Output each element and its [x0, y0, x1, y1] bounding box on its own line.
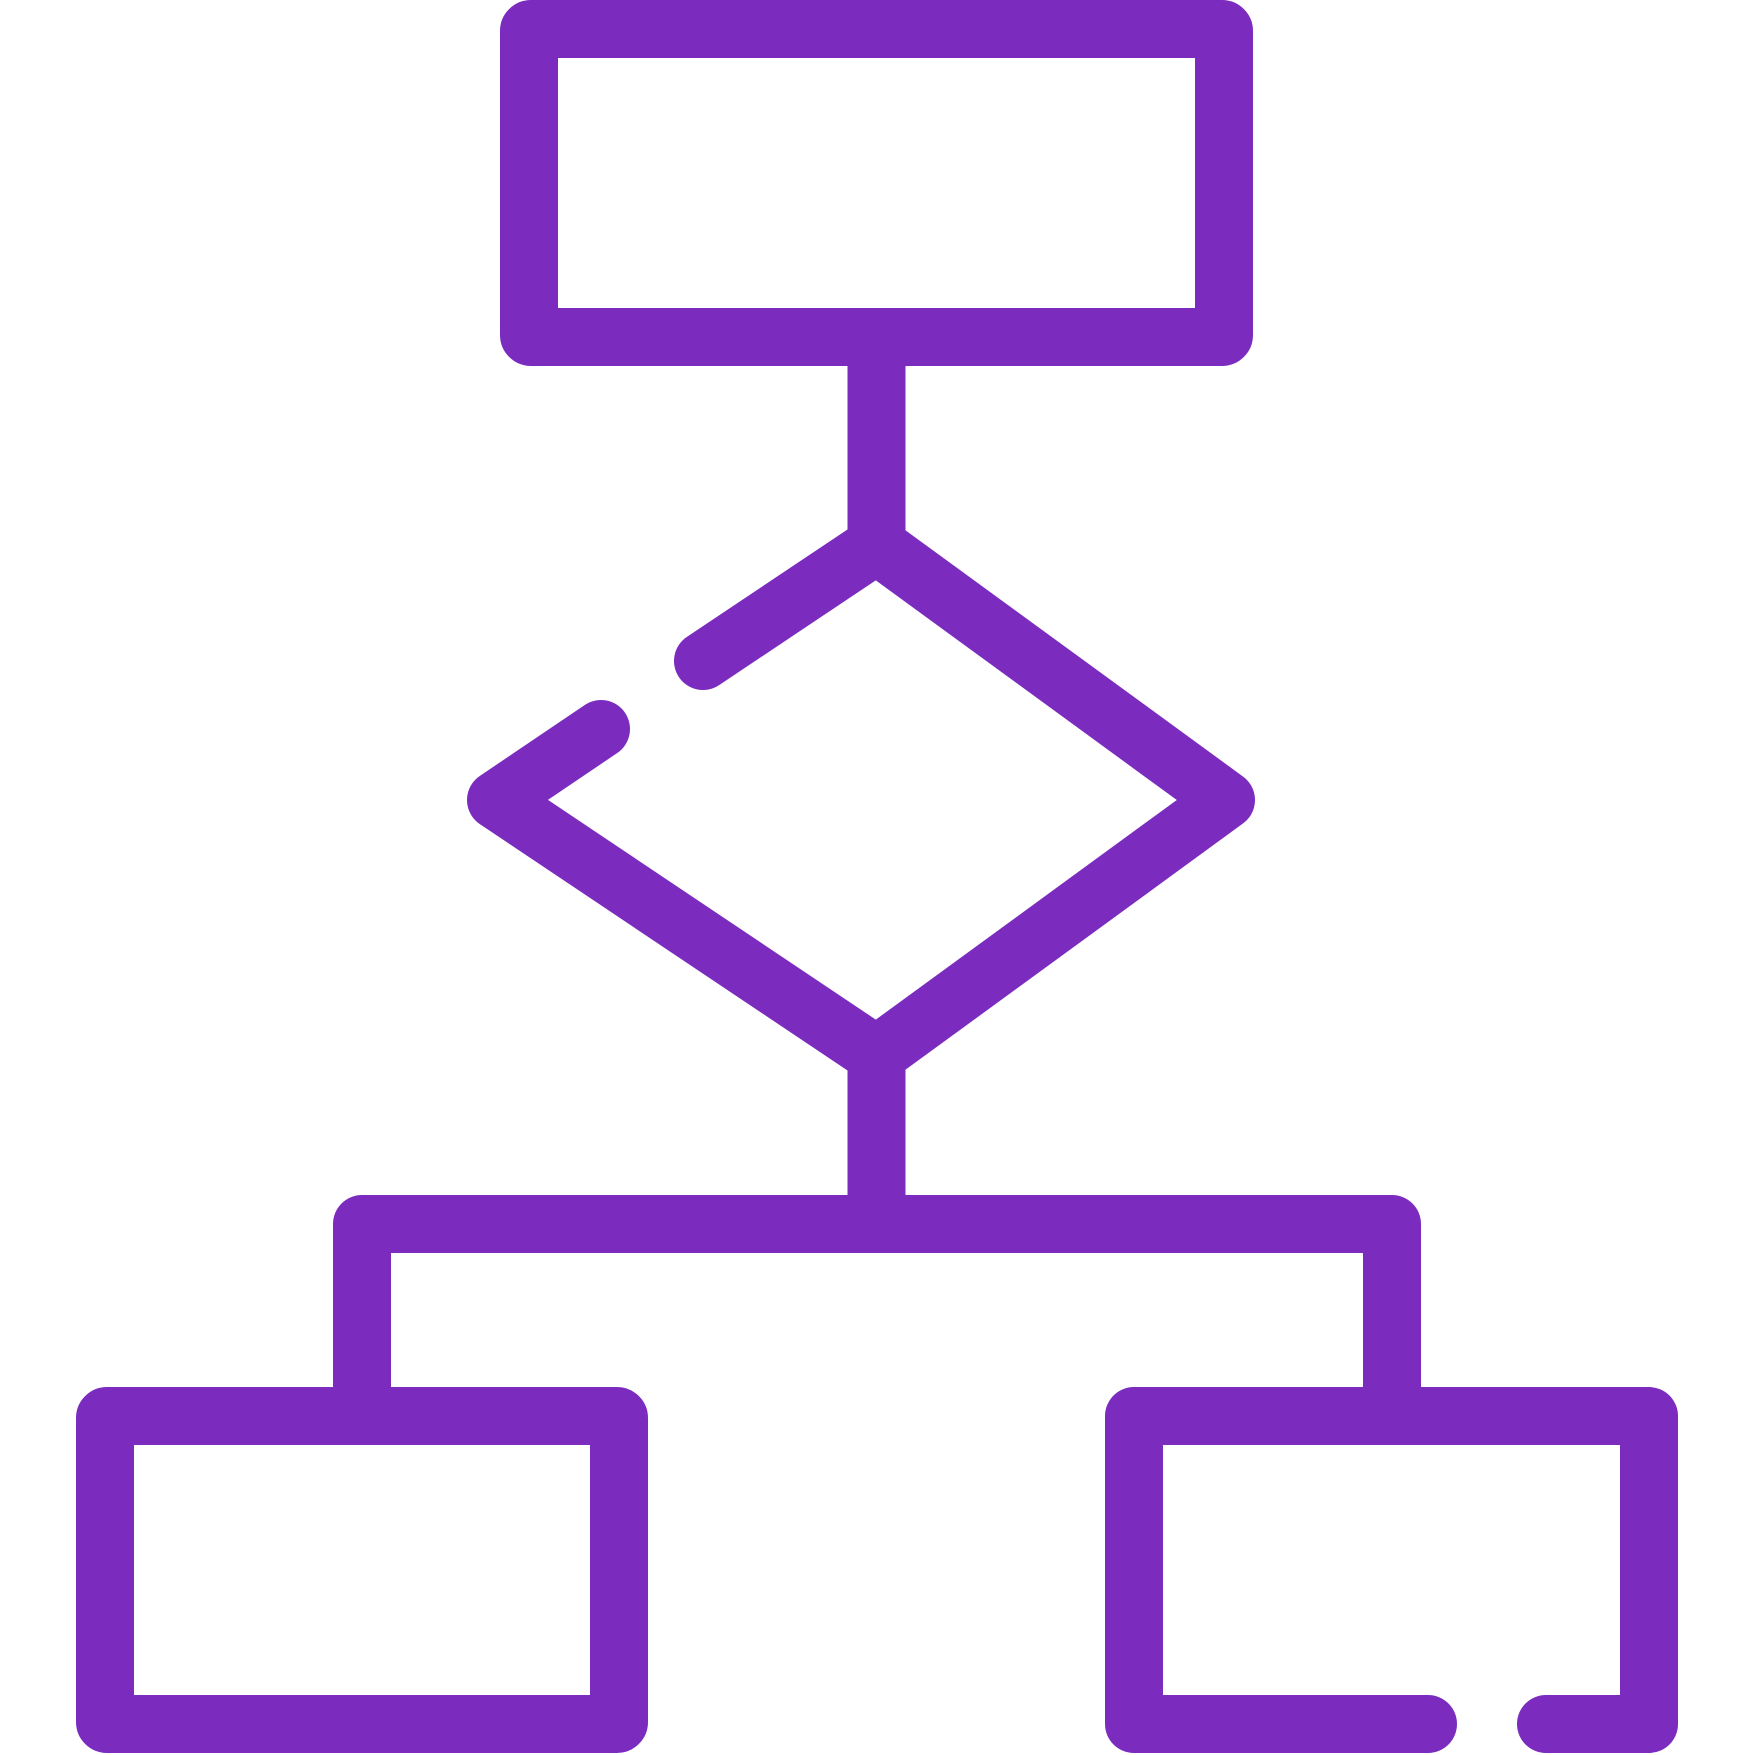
top-process-box	[500, 0, 1253, 366]
branch-bracket	[333, 1195, 1421, 1445]
flowchart-strokes	[76, 0, 1678, 1753]
right-process-box	[1105, 1387, 1678, 1753]
decision-diamond	[467, 516, 1255, 1084]
left-process-box	[76, 1387, 648, 1753]
